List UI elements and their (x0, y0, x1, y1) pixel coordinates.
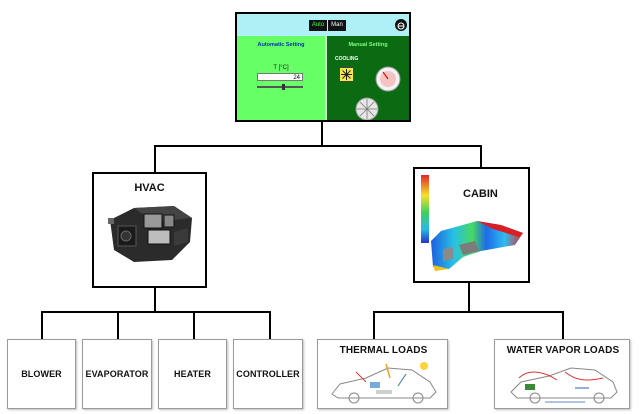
temperature-label: T [°C] (273, 65, 289, 71)
cabin-node: CABIN (413, 167, 530, 283)
temperature-slider[interactable] (257, 84, 303, 90)
connector-cabin-up (480, 145, 482, 167)
water-vapor-loads-node: WATER VAPOR LOADS (494, 339, 630, 409)
snowflake-icon[interactable] (339, 67, 354, 82)
connector-cabin-down (468, 282, 470, 312)
heater-label: HEATER (174, 369, 211, 379)
connector-thermal-loads (373, 311, 375, 339)
manual-setting-title: Manual Setting (348, 42, 388, 48)
blower-label: BLOWER (21, 369, 62, 379)
auto-button[interactable]: Auto (309, 20, 327, 31)
connector-hvac-children-horizontal (41, 311, 271, 313)
hvac-title: HVAC (134, 182, 165, 194)
temperature-slider-thumb[interactable] (282, 84, 285, 90)
fan-speed-knob[interactable] (355, 97, 379, 120)
controller-node: CONTROLLER (233, 339, 303, 409)
hvac-node: HVAC (92, 172, 207, 288)
automatic-setting-title: Automatic Setting (257, 42, 305, 48)
connector-hvac-down (154, 287, 156, 312)
thermal-loads-label: THERMAL LOADS (339, 345, 428, 356)
blower-node: BLOWER (7, 339, 76, 409)
control-panel: Auto Man Automatic Setting T [°C] 24 Man… (235, 12, 411, 122)
cabin-title: CABIN (463, 188, 498, 200)
thermal-loads-node: THERMAL LOADS (317, 339, 448, 409)
cooling-label: COOLING (335, 56, 359, 62)
heater-node: HEATER (158, 339, 227, 409)
hvac-unit-image (104, 198, 198, 268)
temperature-knob[interactable] (375, 66, 401, 92)
connector-panel-down (321, 122, 323, 146)
evaporator-label: EVAPORATOR (85, 369, 149, 379)
manual-setting-pane: Manual Setting COOLING (327, 36, 409, 120)
connector-water-vapor-loads (562, 311, 564, 339)
temperature-input[interactable]: 24 (257, 73, 303, 81)
controller-label: CONTROLLER (236, 369, 300, 379)
water-vapor-loads-car-image (505, 360, 623, 406)
connector-controller (269, 311, 271, 339)
automatic-setting-pane: Automatic Setting T [°C] 24 (237, 36, 325, 120)
connector-cabin-children-horizontal (373, 311, 564, 313)
evaporator-node: EVAPORATOR (82, 339, 152, 409)
connector-heater (193, 311, 195, 339)
man-button[interactable]: Man (328, 20, 346, 31)
panel-separator (325, 36, 327, 120)
fan-power-icon[interactable] (395, 19, 407, 31)
water-vapor-loads-label: WATER VAPOR LOADS (506, 345, 620, 356)
thermal-loads-car-image (326, 360, 442, 406)
connector-blower (41, 311, 43, 339)
connector-hvac-up (154, 145, 156, 172)
cabin-temperature-field-image (423, 211, 527, 273)
connector-evaporator (117, 311, 119, 339)
cabin-colorbar (421, 175, 429, 243)
connector-top-horizontal (154, 145, 482, 147)
